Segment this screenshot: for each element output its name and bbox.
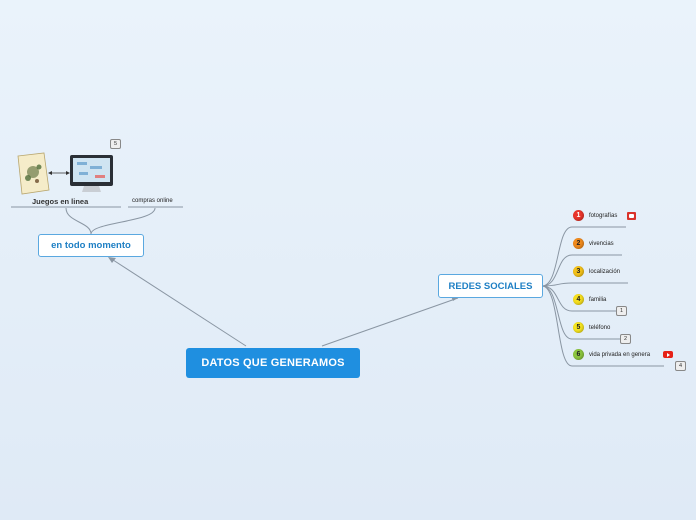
game-map-image	[18, 153, 49, 194]
count-badge-vida-privada: 4	[675, 361, 686, 371]
count-badge-familia: 1	[616, 306, 627, 316]
leaf-familia[interactable]: familia	[589, 297, 606, 303]
count-badge-telefono: 2	[620, 334, 631, 344]
youtube-link-icon[interactable]	[663, 351, 673, 358]
priority-badge-2: 2	[573, 238, 584, 249]
connector-left-compras	[91, 208, 155, 234]
image-link-icon-glyph	[629, 214, 634, 218]
count-badge-juegos: 5	[110, 139, 121, 149]
leaf-localizacion[interactable]: localización	[589, 269, 620, 275]
priority-badge-5: 5	[573, 322, 584, 333]
play-icon	[667, 353, 670, 357]
connector-root-right	[322, 298, 458, 346]
arrowhead-left	[108, 257, 116, 263]
computer-monitor-image	[70, 155, 113, 192]
leaf-fotografias[interactable]: fotografías	[589, 213, 617, 219]
leaf-juegos-en-linea[interactable]: Juegos en linea	[32, 197, 88, 206]
leaf-telefono[interactable]: teléfono	[589, 325, 610, 331]
connector-left-juegos	[66, 208, 91, 234]
root-node[interactable]: DATOS QUE GENERAMOS	[186, 348, 360, 378]
branch-node-redes-sociales[interactable]: REDES SOCIALES	[438, 274, 543, 298]
leaf-compras-online[interactable]: compras online	[132, 198, 173, 204]
priority-badge-6: 6	[573, 349, 584, 360]
double-arrow-icon	[48, 171, 70, 175]
connector-root-left	[110, 258, 246, 346]
branch-node-en-todo-momento[interactable]: en todo momento	[38, 234, 144, 257]
leaf-vivencias[interactable]: vivencias	[589, 241, 614, 247]
connector-item-3	[542, 283, 628, 286]
priority-badge-1: 1	[573, 210, 584, 221]
leaf-vida-privada[interactable]: vida privada en genera	[589, 352, 650, 358]
priority-badge-4: 4	[573, 294, 584, 305]
priority-badge-3: 3	[573, 266, 584, 277]
image-link-icon[interactable]	[627, 212, 636, 220]
